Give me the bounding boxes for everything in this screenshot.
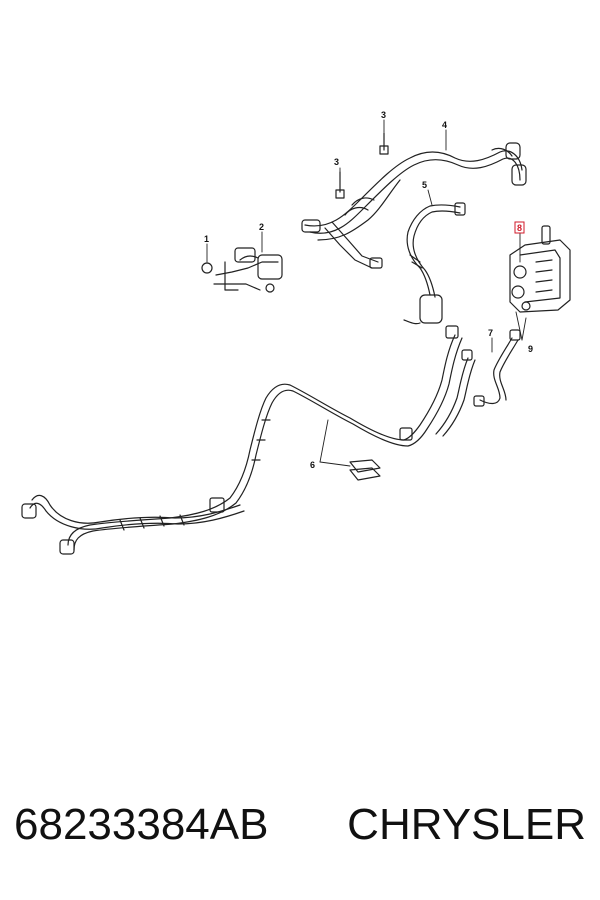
valve-assembly xyxy=(201,247,283,293)
upper-hose-assembly xyxy=(301,142,527,269)
callout-9: 9 xyxy=(528,344,533,354)
callout-6: 6 xyxy=(310,460,315,470)
footer: 68233384AB CHRYSLER xyxy=(0,792,600,872)
callout-1: 1 xyxy=(204,234,209,244)
callout-5: 5 xyxy=(422,180,427,190)
small-tube-7 xyxy=(473,329,521,407)
callout-3-lower: 3 xyxy=(334,157,339,167)
leader-lines xyxy=(206,119,527,467)
heater-module xyxy=(509,225,571,313)
callout-8: 8 xyxy=(517,223,522,233)
center-hose-with-muffler xyxy=(403,202,466,325)
callout-3-upper: 3 xyxy=(381,110,386,120)
callout-8-box xyxy=(514,221,525,234)
bolt-3-upper xyxy=(379,132,389,155)
callout-2: 2 xyxy=(259,222,264,232)
brand-name: CHRYSLER xyxy=(347,800,586,849)
callout-4: 4 xyxy=(442,120,447,130)
callout-7: 7 xyxy=(488,328,493,338)
part-number: 68233384AB xyxy=(14,800,269,849)
parts-diagram: 1 2 3 3 4 5 6 7 8 9 xyxy=(21,110,571,555)
tape-piece xyxy=(349,459,381,481)
long-hose-assembly xyxy=(21,325,476,555)
